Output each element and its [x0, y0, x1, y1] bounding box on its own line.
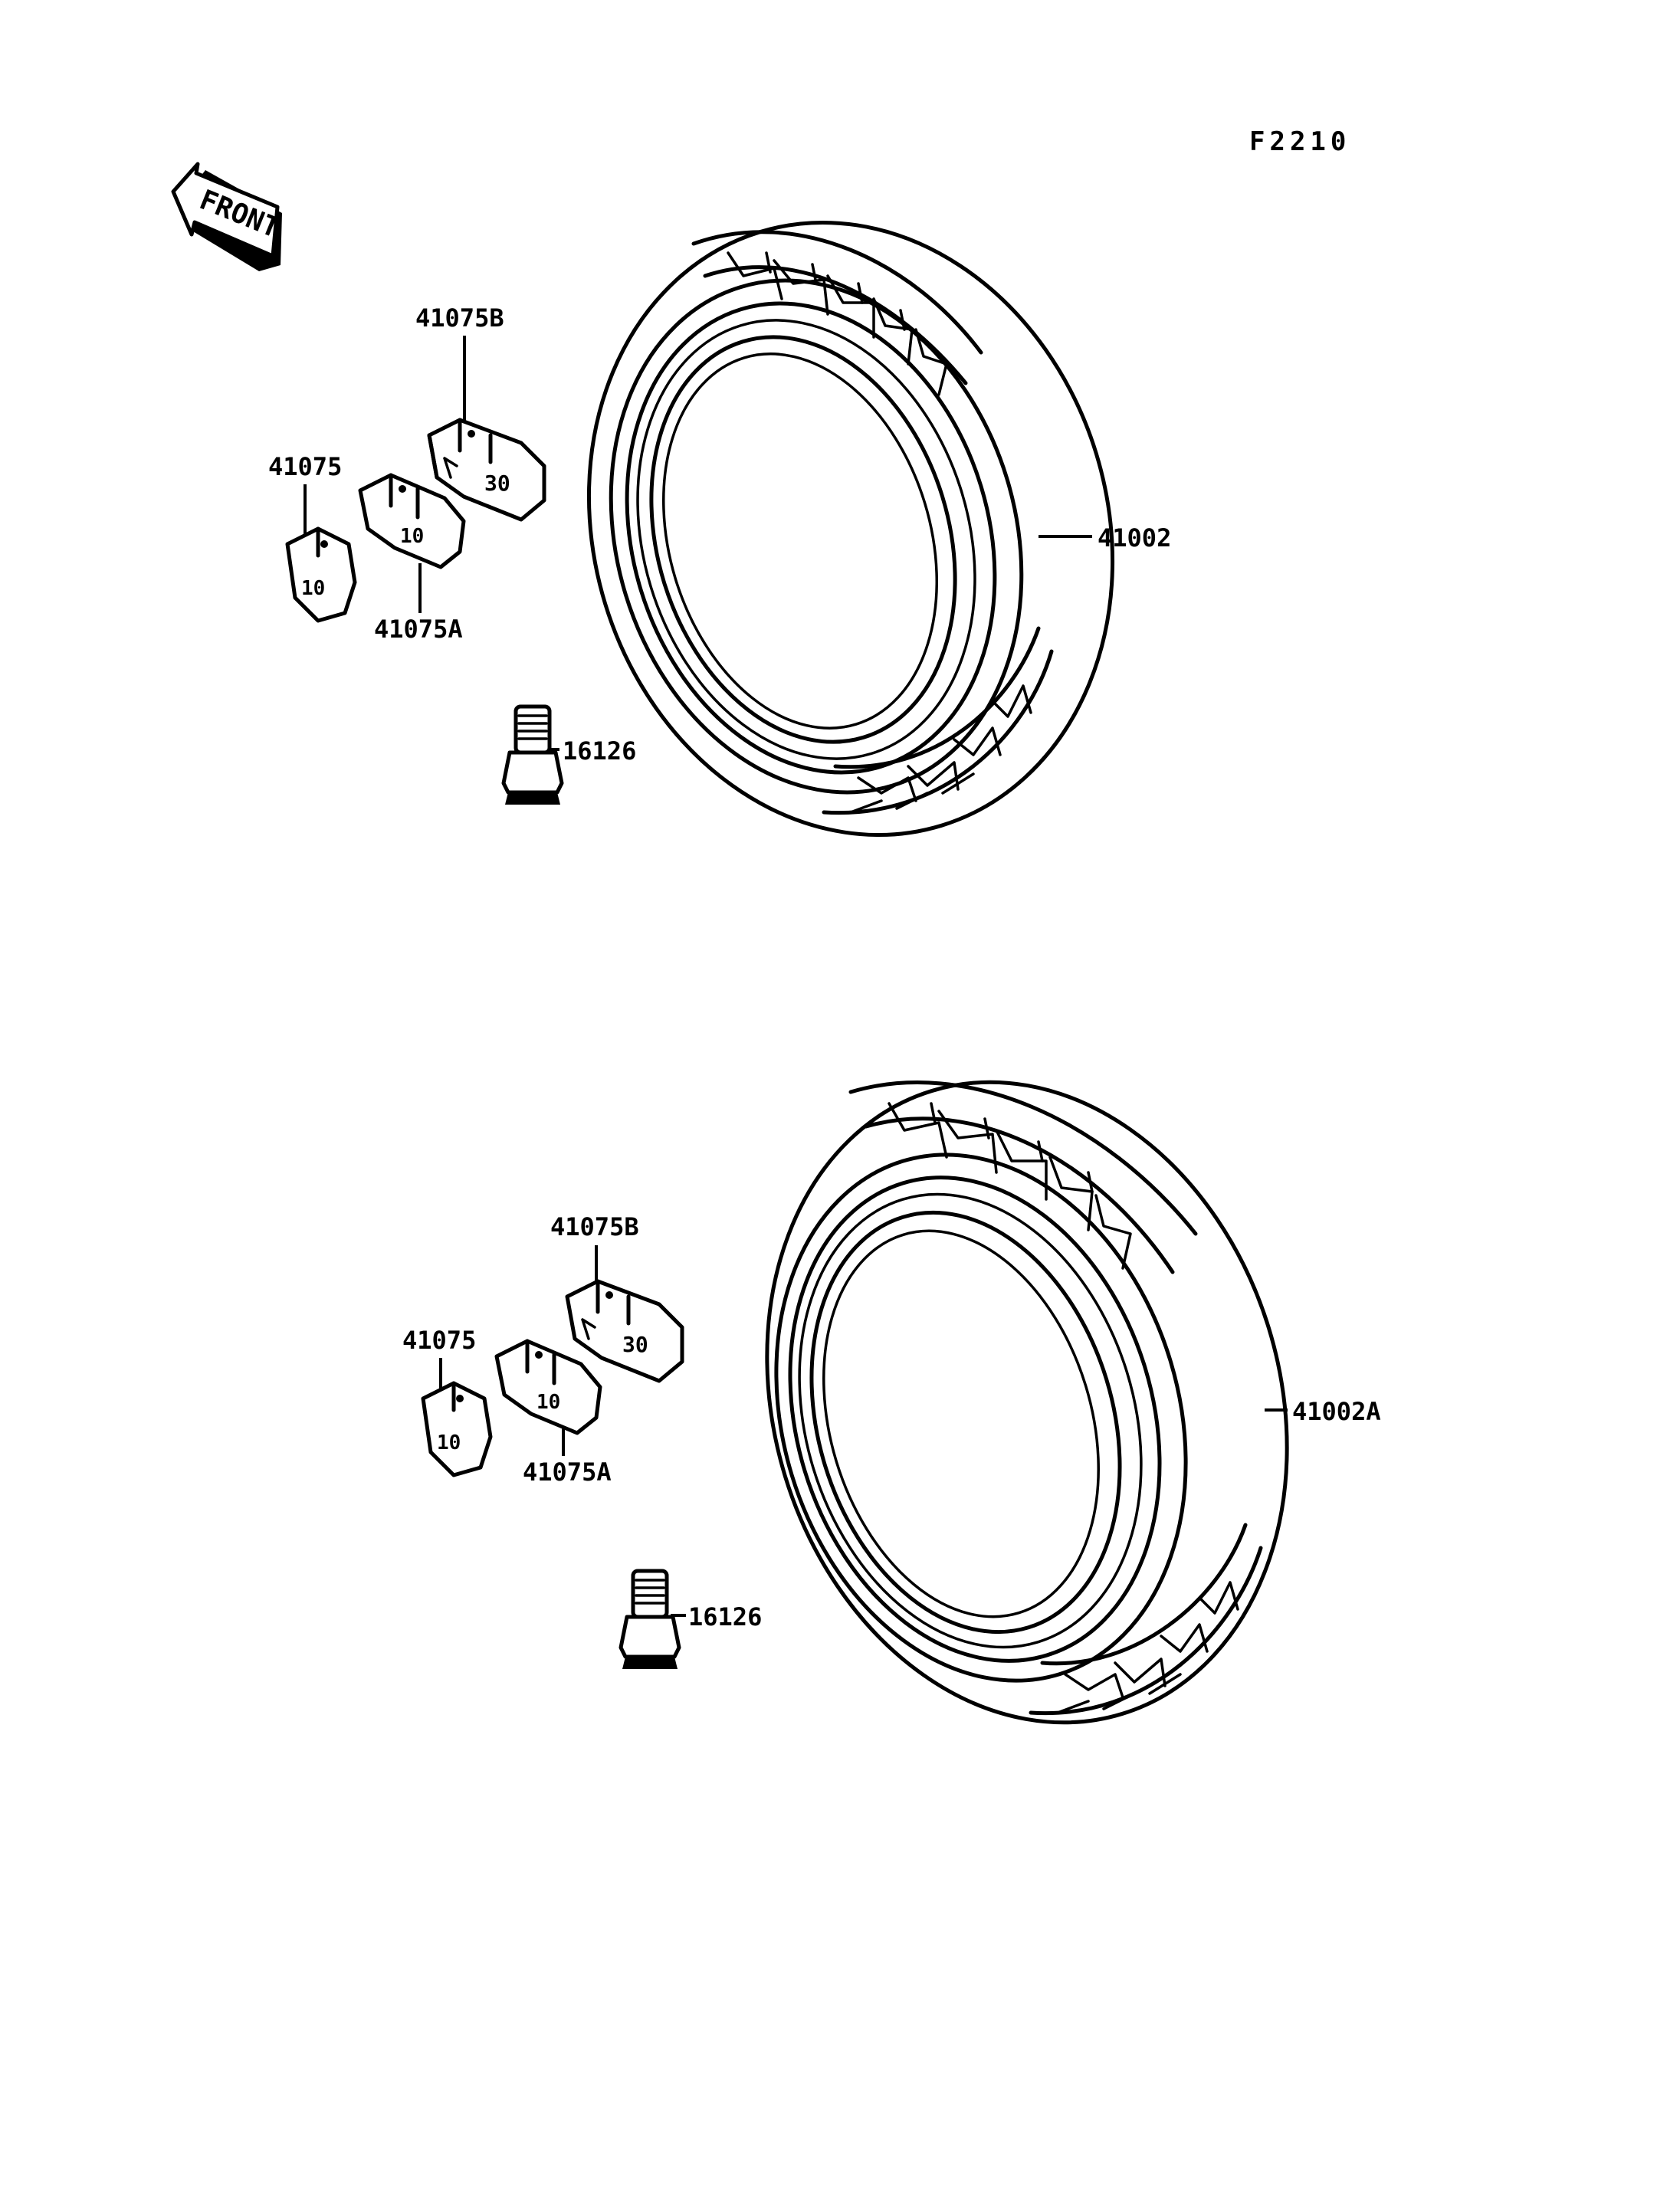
weight-mark: 10	[400, 525, 424, 548]
label-weight-41075-lower: 41075	[402, 1326, 476, 1355]
label-tire-41002: 41002	[1098, 523, 1171, 553]
balance-weight-icon: 10	[421, 1381, 493, 1477]
front-arrow-icon: FRONT	[171, 162, 284, 271]
balance-weight-icon: 10	[494, 1339, 602, 1435]
figure-code: F2210	[1249, 126, 1350, 157]
tire-icon	[586, 221, 1115, 837]
weight-mark: 10	[437, 1431, 461, 1454]
weight-mark: 10	[301, 577, 325, 600]
valve-icon	[619, 1569, 681, 1669]
weight-mark: 10	[536, 1391, 560, 1414]
label-valve-16126-lower: 16126	[688, 1602, 762, 1631]
balance-weight-icon: 30	[565, 1279, 684, 1383]
balance-weight-icon: 30	[427, 418, 546, 522]
label-valve-16126-upper: 16126	[563, 736, 636, 766]
weight-mark: 30	[484, 471, 510, 496]
label-weight-41075b-upper: 41075B	[415, 303, 504, 333]
balance-weight-icon: 10	[285, 526, 357, 623]
label-weight-41075a-lower: 41075A	[523, 1458, 612, 1487]
label-weight-41075a-upper: 41075A	[374, 615, 463, 644]
label-tire-41002a: 41002A	[1292, 1397, 1381, 1426]
label-weight-41075-upper: 41075	[268, 452, 342, 481]
label-weight-41075b-lower: 41075B	[550, 1212, 639, 1241]
weight-mark: 30	[622, 1332, 648, 1357]
balance-weight-icon: 10	[358, 473, 466, 569]
valve-icon	[501, 704, 564, 805]
tire-icon	[765, 1080, 1289, 1725]
